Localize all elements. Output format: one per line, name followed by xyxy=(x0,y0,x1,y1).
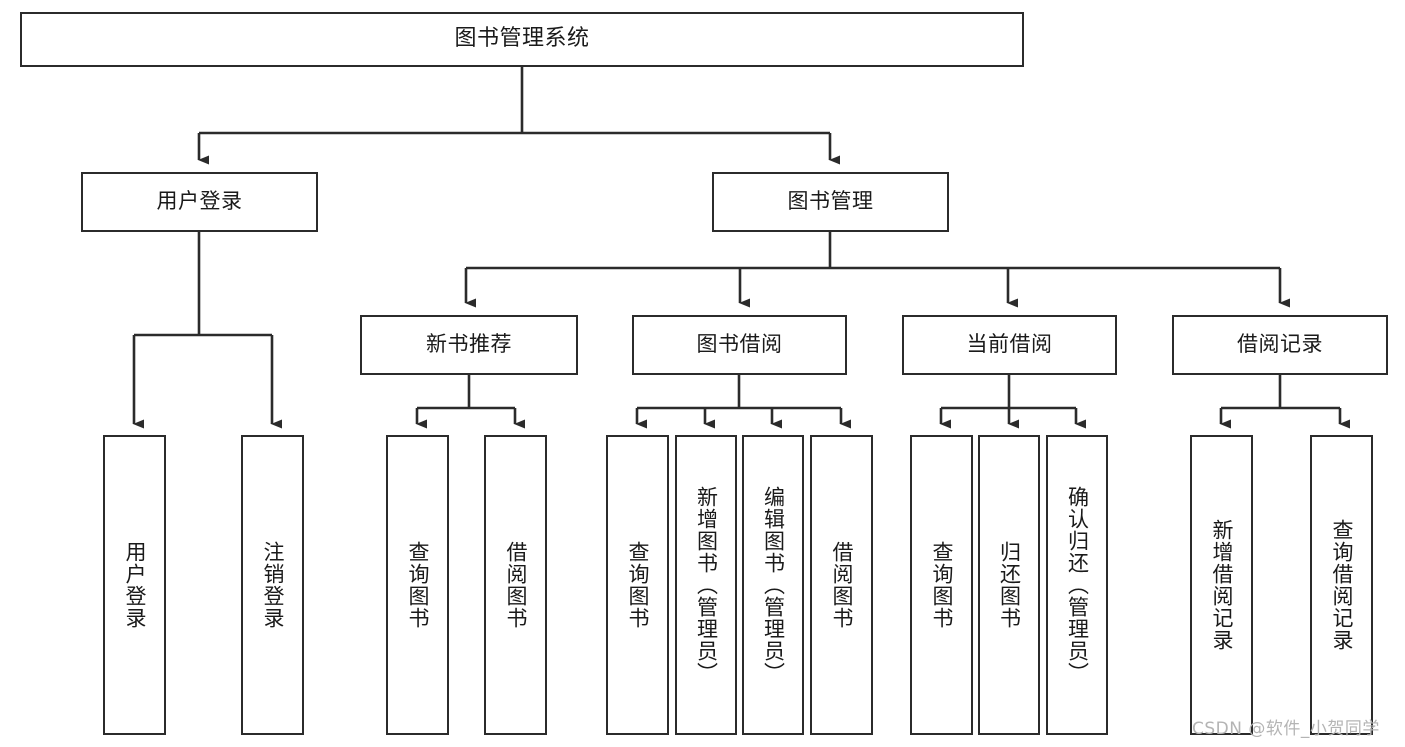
node-leaf-query-book-2[interactable]: 查询图书 xyxy=(606,435,669,735)
connector-bookmanage-to-level3 xyxy=(464,232,1290,308)
node-leaf-return-book[interactable]: 归还图书 xyxy=(978,435,1040,735)
node-leaf-query-book-3[interactable]: 查询图书 xyxy=(910,435,973,735)
node-label: 新书推荐 xyxy=(426,332,512,357)
node-label: 借阅图书 xyxy=(829,541,854,629)
connector-newbook-to-leaves xyxy=(415,375,525,429)
node-current-borrow[interactable]: 当前借阅 xyxy=(902,315,1117,375)
node-borrow-record[interactable]: 借阅记录 xyxy=(1172,315,1388,375)
node-label: 查询借阅记录 xyxy=(1329,519,1354,651)
connector-userlogin-to-leaves xyxy=(132,232,282,429)
node-new-book-recommend[interactable]: 新书推荐 xyxy=(360,315,578,375)
node-leaf-borrow-book-1[interactable]: 借阅图书 xyxy=(484,435,547,735)
node-leaf-query-record[interactable]: 查询借阅记录 xyxy=(1310,435,1373,735)
node-label: 注销登录 xyxy=(260,541,285,629)
node-leaf-borrow-book-2[interactable]: 借阅图书 xyxy=(810,435,873,735)
node-leaf-user-login[interactable]: 用户登录 xyxy=(103,435,166,735)
node-leaf-confirm-return[interactable]: 确认归还（管理员） xyxy=(1046,435,1108,735)
node-book-borrow[interactable]: 图书借阅 xyxy=(632,315,847,375)
node-label: 用户登录 xyxy=(122,541,147,629)
connector-root-to-level2 xyxy=(197,67,840,165)
node-leaf-edit-book[interactable]: 编辑图书（管理员） xyxy=(742,435,804,735)
node-label: 确认归还（管理员） xyxy=(1065,486,1090,684)
node-label: 查询图书 xyxy=(929,541,954,629)
node-label: 图书管理系统 xyxy=(454,26,590,52)
node-label: 借阅图书 xyxy=(503,541,528,629)
node-label: 图书借阅 xyxy=(696,332,783,357)
connector-bookborrow-to-leaves xyxy=(635,375,851,429)
node-label: 归还图书 xyxy=(997,541,1022,629)
node-label: 新增图书（管理员） xyxy=(694,486,719,684)
node-label: 新增借阅记录 xyxy=(1209,519,1234,651)
node-root-system[interactable]: 图书管理系统 xyxy=(20,12,1024,67)
connector-currentborrow-to-leaves xyxy=(939,375,1086,429)
node-leaf-add-record[interactable]: 新增借阅记录 xyxy=(1190,435,1253,735)
node-label: 当前借阅 xyxy=(966,332,1053,357)
node-label: 用户登录 xyxy=(156,189,243,214)
node-label: 编辑图书（管理员） xyxy=(761,486,786,684)
node-leaf-query-book-1[interactable]: 查询图书 xyxy=(386,435,449,735)
node-label: 借阅记录 xyxy=(1237,332,1323,357)
node-leaf-add-book[interactable]: 新增图书（管理员） xyxy=(675,435,737,735)
node-label: 图书管理 xyxy=(787,189,874,214)
node-label: 查询图书 xyxy=(625,541,650,629)
node-user-login[interactable]: 用户登录 xyxy=(81,172,318,232)
connector-borrowrecord-to-leaves xyxy=(1219,375,1350,429)
node-leaf-logout-login[interactable]: 注销登录 xyxy=(241,435,304,735)
node-label: 查询图书 xyxy=(405,541,430,629)
node-book-manage[interactable]: 图书管理 xyxy=(712,172,949,232)
